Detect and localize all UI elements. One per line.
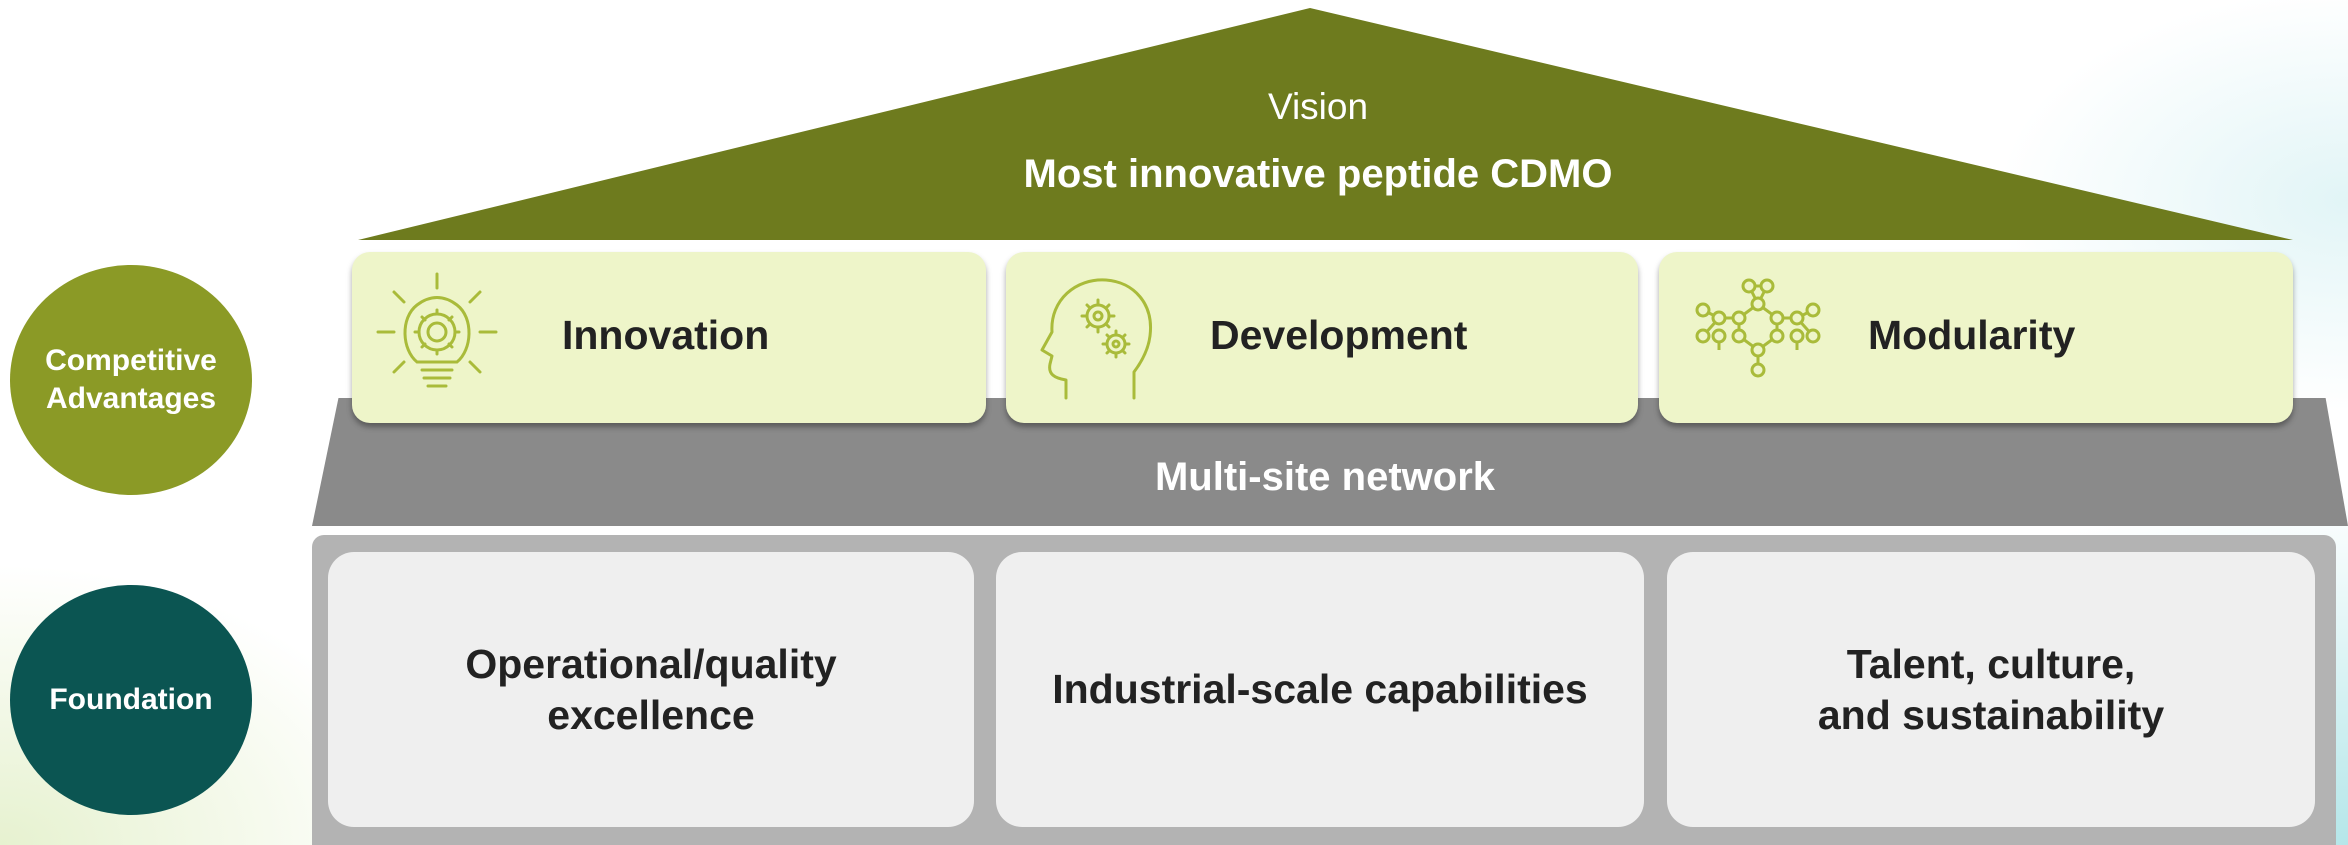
advantage-card-development: Development xyxy=(1006,252,1638,423)
vision-label: Vision xyxy=(1267,86,1369,127)
foundation-card-operational: Operational/quality excellence xyxy=(328,552,974,827)
advantage-card-modularity: Modularity xyxy=(1659,252,2293,423)
foundation-label: Industrial-scale capabilities xyxy=(1052,666,1588,712)
vision-statement: Most innovative peptide CDMO xyxy=(1023,152,1613,196)
foundation-label: Talent, culture, and sustainability xyxy=(1817,640,2165,738)
competitive-advantages-circle: Competitive Advantages xyxy=(10,265,252,495)
advantage-label: Innovation xyxy=(562,312,770,358)
molecule-network-icon xyxy=(1695,278,1821,378)
foundation-card-industrial: Industrial-scale capabilities xyxy=(996,552,1644,827)
foundation-card-talent: Talent, culture, and sustainability xyxy=(1667,552,2315,827)
advantage-card-innovation: Innovation xyxy=(352,252,986,423)
foundation-circle: Foundation xyxy=(10,585,252,815)
head-gears-icon xyxy=(1040,278,1152,400)
advantage-label: Modularity xyxy=(1868,312,2076,358)
network-label: Multi-site network xyxy=(1154,455,1496,499)
foundation-label: Operational/quality excellence xyxy=(465,640,837,738)
lightbulb-gear-icon xyxy=(376,272,498,388)
advantage-label: Development xyxy=(1210,312,1468,358)
